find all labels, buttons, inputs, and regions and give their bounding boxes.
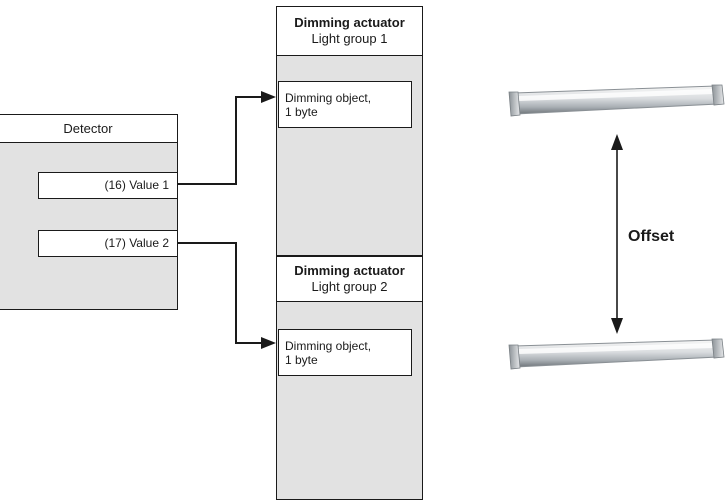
light-fixture-1-icon	[508, 84, 725, 117]
value-1-label: (16) Value 1	[104, 178, 169, 192]
actuator-1-object-line1: Dimming object,	[285, 91, 372, 105]
actuator-2-object-line2: 1 byte	[285, 353, 318, 367]
connection-value2-to-group2	[178, 242, 262, 344]
actuator-2-title: Dimming actuator	[294, 263, 405, 278]
detector-block	[0, 114, 178, 310]
detector-header: Detector	[0, 114, 178, 143]
actuator-2-object-line1: Dimming object,	[285, 339, 372, 353]
detector-title: Detector	[63, 121, 113, 136]
actuator-1-header: Dimming actuator Light group 1	[276, 6, 423, 56]
actuator-2-header: Dimming actuator Light group 2	[276, 256, 423, 302]
offset-arrowhead-down	[611, 318, 623, 334]
offset-label: Offset	[628, 228, 675, 245]
actuator-2-subtitle: Light group 2	[311, 279, 388, 294]
actuator-2-object: Dimming object, 1 byte	[278, 329, 412, 376]
detector-value-1: (16) Value 1	[38, 172, 178, 199]
actuator-1-object-line2: 1 byte	[285, 105, 318, 119]
arrowhead-group1	[261, 91, 276, 103]
arrowhead-group2	[261, 337, 276, 349]
actuator-1-subtitle: Light group 1	[311, 31, 388, 46]
actuator-1-object: Dimming object, 1 byte	[278, 81, 412, 128]
light-fixture-2-icon	[508, 338, 725, 370]
offset-arrowhead-up	[611, 134, 623, 150]
connection-value1-to-group1	[178, 96, 262, 185]
value-2-label: (17) Value 2	[104, 236, 169, 250]
detector-value-2: (17) Value 2	[38, 230, 178, 257]
actuator-1-title: Dimming actuator	[294, 15, 405, 30]
